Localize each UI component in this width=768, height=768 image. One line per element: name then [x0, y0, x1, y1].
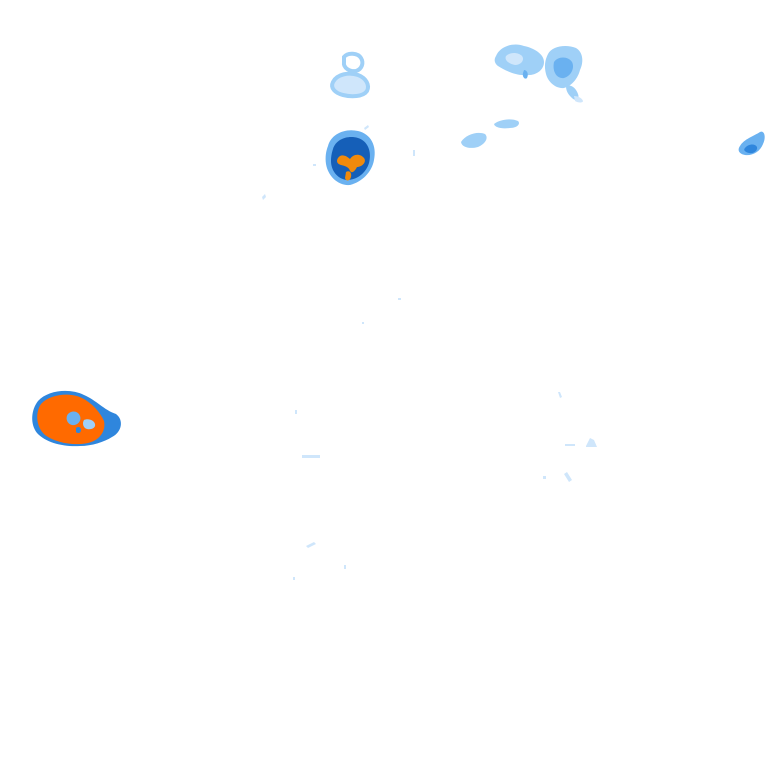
- speckle-13: [344, 565, 346, 569]
- west-cell-inner-pocket-2: [83, 419, 96, 430]
- west-intense-cell: [32, 390, 121, 447]
- speckle-4: [295, 410, 297, 414]
- streak-left: [461, 132, 487, 148]
- speckle-9: [564, 472, 572, 482]
- speckle-5: [302, 455, 320, 458]
- ne-cluster-b-core: [553, 57, 574, 79]
- speckle-2: [413, 150, 415, 156]
- speckle-12: [293, 577, 295, 580]
- north-central-intense-core: [337, 154, 365, 173]
- speckle-15: [313, 164, 316, 166]
- speckle-10: [543, 476, 546, 479]
- north-ring-bottom: [330, 71, 370, 99]
- speckle-14: [362, 322, 364, 324]
- speckle-3: [398, 298, 401, 300]
- speckle-7: [586, 438, 597, 447]
- ne-cluster-b-tail-tip: [574, 96, 583, 103]
- west-cell-inner-pocket-1: [66, 411, 81, 426]
- northeast-cluster-a: [494, 44, 544, 79]
- speckle-8: [565, 444, 575, 446]
- scattered-light-echoes: [262, 125, 597, 580]
- speckle-1: [262, 194, 266, 200]
- streak-right: [494, 119, 520, 129]
- speckle-11: [306, 542, 316, 548]
- west-cell-inner-pocket-3: [76, 426, 81, 434]
- east-edge-core: [744, 144, 758, 154]
- north-ring-top: [341, 51, 365, 74]
- north-central-cell: [325, 130, 375, 186]
- speckle-16: [364, 125, 369, 130]
- east-edge-cell: [738, 131, 765, 156]
- northeast-small-streak: [461, 119, 520, 148]
- ne-cluster-a-spur: [522, 70, 528, 79]
- north-ring-cell: [330, 51, 370, 99]
- west-cell-east-tail: [104, 416, 120, 436]
- north-central-tail: [345, 171, 352, 181]
- ne-cluster-a-inner: [505, 53, 524, 65]
- speckle-6: [558, 392, 562, 398]
- northeast-cluster-b: [544, 46, 583, 103]
